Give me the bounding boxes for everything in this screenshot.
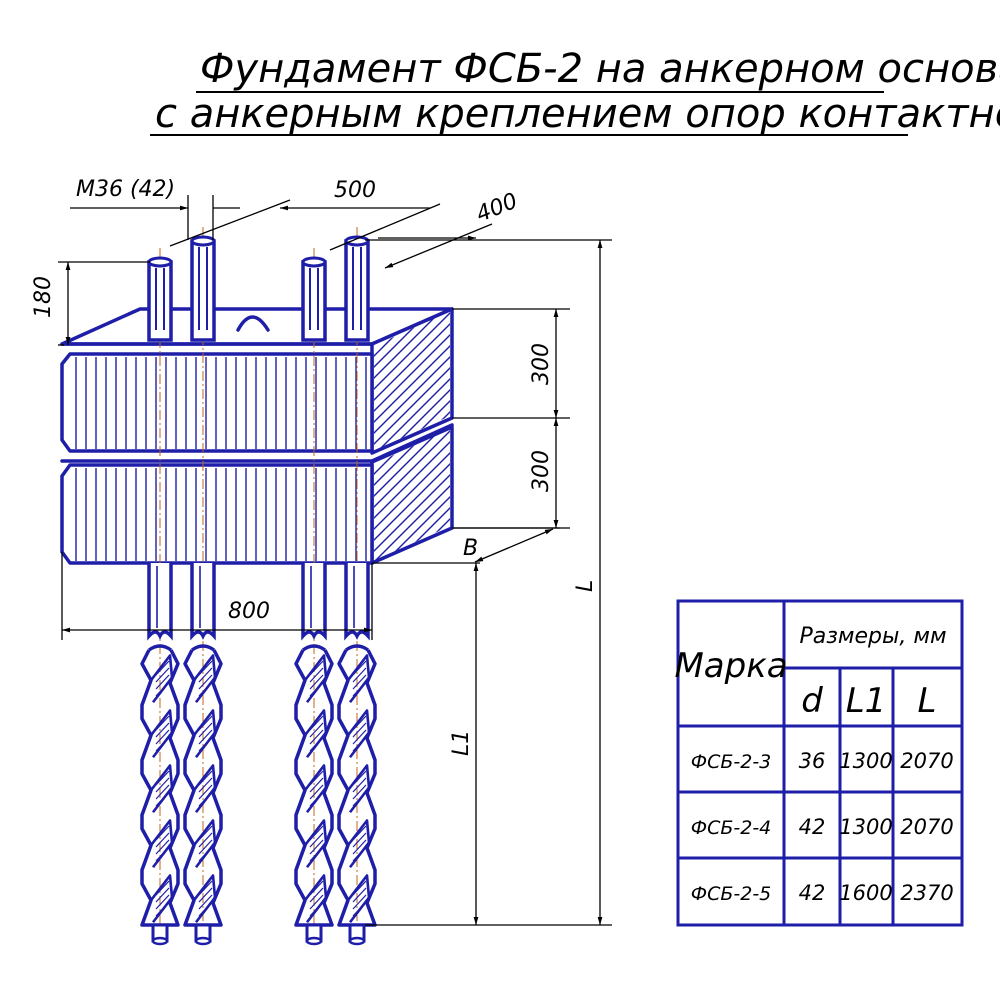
table-row: ФСБ-2-3 36 1300 2070 bbox=[691, 749, 954, 773]
dim-300-bottom: 300 bbox=[529, 450, 554, 492]
table-row: ФСБ-2-4 42 1300 2070 bbox=[691, 815, 954, 839]
table-header-mark: Марка bbox=[674, 646, 787, 686]
dim-400: 400 bbox=[473, 189, 521, 228]
sizes-table: Марка Размеры, мм d L1 L ФСБ-2-3 36 1300… bbox=[674, 599, 964, 927]
table-subheader-l1: L1 bbox=[846, 681, 887, 721]
dim-length-l1: L1 bbox=[449, 730, 474, 756]
table-cell-mark: ФСБ-2-4 bbox=[691, 817, 772, 839]
dim-800: 800 bbox=[228, 599, 270, 624]
anchor-bolt bbox=[294, 248, 334, 946]
anchor-bolts bbox=[140, 227, 377, 946]
table-row: ФСБ-2-5 42 1600 2370 bbox=[691, 881, 954, 905]
dim-bolt-diameter: М36 (42) bbox=[76, 177, 175, 202]
table-cell-l1: 1300 bbox=[839, 815, 892, 839]
upper-block-front bbox=[60, 352, 374, 453]
dim-300-top: 300 bbox=[529, 343, 554, 385]
drawing-title: Фундамент ФСБ-2 на анкерном основании с … bbox=[150, 46, 1000, 137]
table-cell-mark: ФСБ-2-5 bbox=[691, 883, 772, 905]
dim-length-l: L bbox=[573, 580, 598, 592]
anchor-bolt bbox=[337, 227, 377, 946]
table-cell-l1: 1300 bbox=[839, 749, 892, 773]
table-cell-l1: 1600 bbox=[839, 881, 892, 905]
table-subheader-l: L bbox=[918, 681, 937, 721]
table-cell-d: 42 bbox=[799, 815, 826, 839]
dim-width-b: В bbox=[463, 536, 478, 561]
table-cell-d: 42 bbox=[799, 881, 826, 905]
table-subheader-d: d bbox=[801, 681, 823, 721]
title-line-2: с анкерным креплением опор контактной се… bbox=[155, 91, 1000, 137]
foundation-blocks bbox=[60, 307, 454, 565]
front-face-hatching bbox=[75, 357, 367, 561]
dim-180: 180 bbox=[31, 276, 56, 318]
table-cell-l: 2070 bbox=[900, 749, 953, 773]
table-cell-d: 36 bbox=[799, 749, 826, 773]
lifting-loop bbox=[236, 315, 270, 332]
table-cell-l: 2370 bbox=[900, 881, 953, 905]
table-cell-mark: ФСБ-2-3 bbox=[691, 751, 772, 773]
dim-500: 500 bbox=[334, 178, 376, 203]
lower-block-front bbox=[60, 463, 374, 565]
title-line-1: Фундамент ФСБ-2 на анкерном основании bbox=[200, 46, 1000, 92]
table-cell-l: 2070 bbox=[900, 815, 953, 839]
table-header-sizes: Размеры, мм bbox=[799, 624, 946, 649]
dimension-lines: М36 (42) 500 400 180 300 300 В 800 bbox=[31, 177, 612, 926]
anchor-bolt bbox=[140, 248, 180, 946]
anchor-bolt bbox=[183, 227, 223, 946]
